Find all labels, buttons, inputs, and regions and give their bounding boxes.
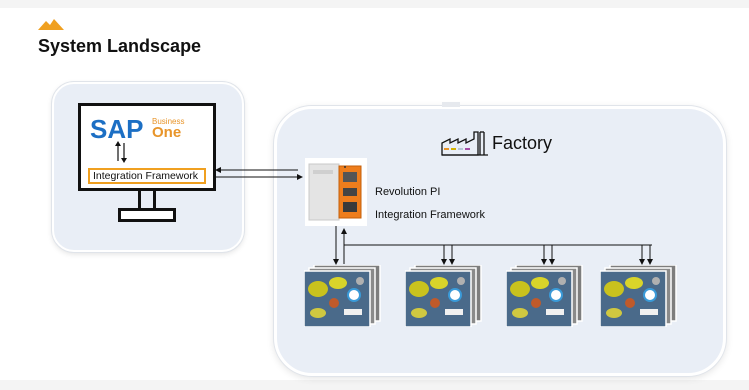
monitor-base [118,208,176,222]
integration-framework-box: Integration Framework [88,168,206,184]
revolution-pi-device-icon [305,158,367,226]
factory-panel [274,106,726,376]
gateway-title: Revolution PI [375,186,441,198]
factory-icon [441,131,488,156]
page-title: System Landscape [38,36,202,56]
top-band [0,0,749,8]
device-photo-stack [304,265,381,327]
panel-tab [442,102,460,107]
sap-business-text: Business [152,117,185,126]
device-photo-stack [506,265,583,327]
sap-one-text: One [152,124,182,141]
svg-text:SAP: SAP [90,114,143,142]
sap-logo: SAP [90,114,143,142]
bottom-band [0,380,749,390]
monitor-neck [138,191,141,208]
mountain-icon [38,19,64,30]
device-photo-stack [405,265,482,327]
bidirectional-arrow-icon [115,141,127,163]
factory-title: Factory [492,133,553,153]
gateway-subtitle: Integration Framework [375,209,486,221]
device-photo-stack [600,265,677,327]
monitor-neck [153,191,156,208]
